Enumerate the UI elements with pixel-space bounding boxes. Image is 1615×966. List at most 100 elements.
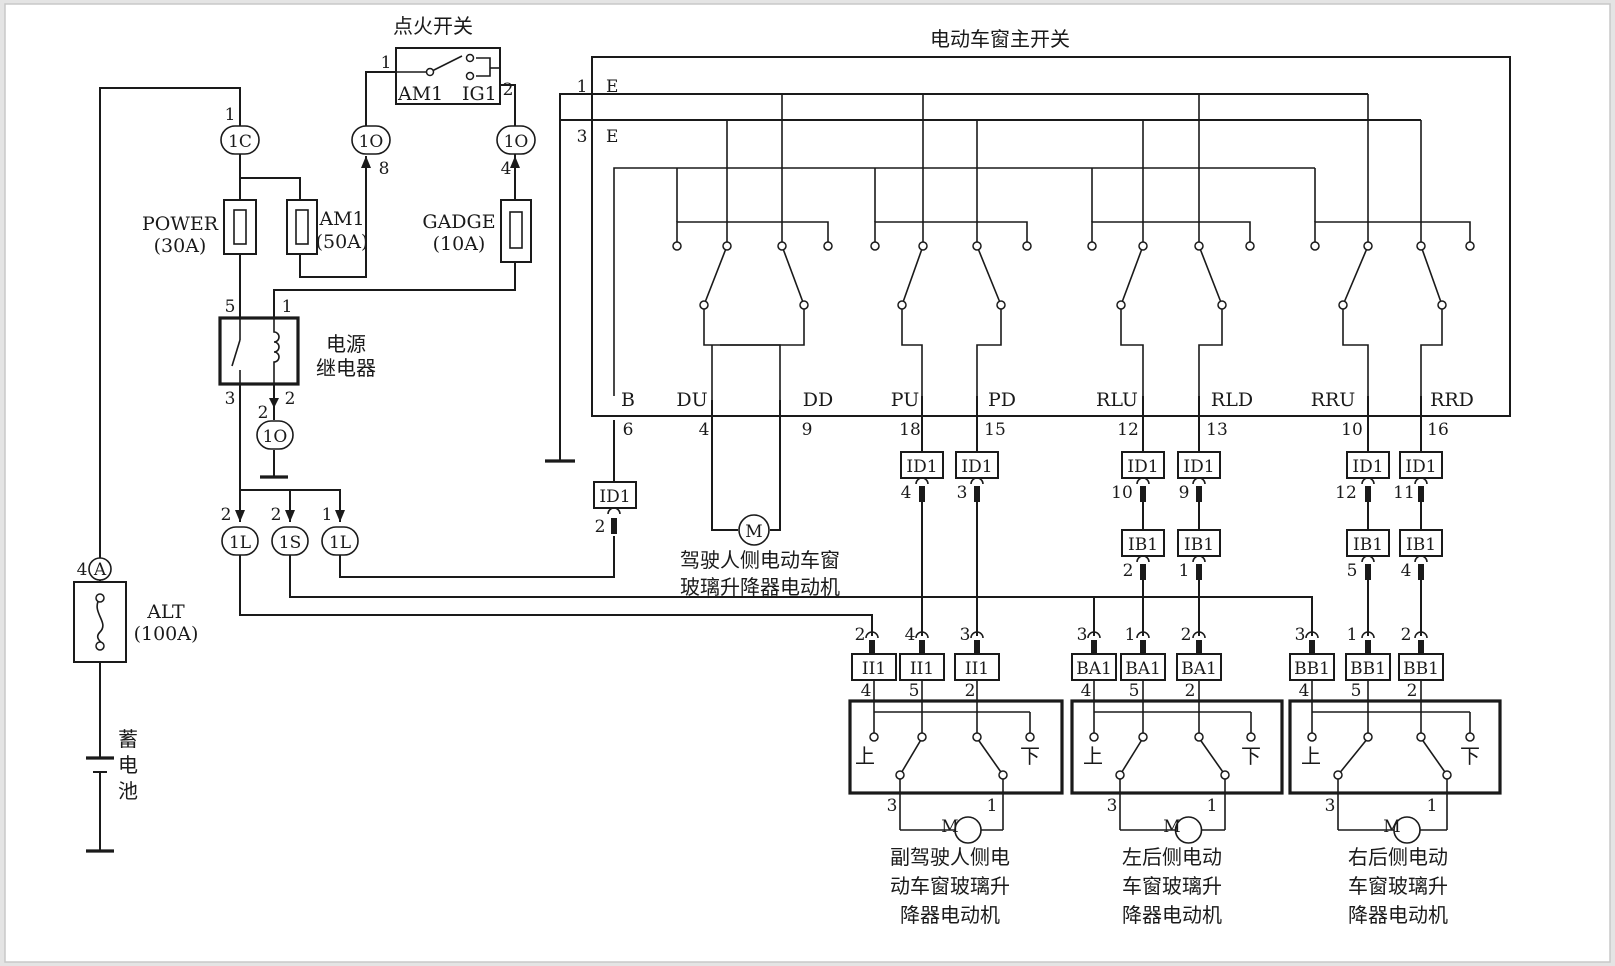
main-switch-internals [613, 94, 1475, 400]
alt-fuse-rating: (100A) [134, 623, 199, 645]
connector-1c-pin: 1 [225, 105, 236, 125]
bb1-out-pin-4: 4 [1299, 681, 1310, 701]
rear-right-down-label: 下 [1460, 744, 1480, 768]
ignition-pin-1: 1 [381, 53, 392, 73]
gadge-fuse [500, 199, 532, 263]
driver-motor-label-2: 玻璃升降器电动机 [680, 575, 840, 599]
ba1-out-pin-4: 4 [1081, 681, 1092, 701]
alt-and-battery: 4 A ALT (100A) 蓄 电 池 [73, 557, 199, 803]
terminal-rld-pin: 13 [1206, 420, 1228, 440]
id1-b-label: ID1 [599, 487, 630, 507]
relay-pin-2: 2 [285, 389, 296, 409]
connector-1o-am1-pin: 8 [379, 159, 390, 179]
ib1-rru-label: IB1 [1353, 535, 1383, 555]
connector-1o-ground [256, 420, 294, 450]
door-switches [848, 680, 1502, 844]
door-switch-labels: 上 下 上 下 上 下 3 1 3 1 3 1 M M M 副驾驶人侧电 动车窗… [855, 744, 1480, 927]
ii1-pin-2: 2 [855, 625, 866, 645]
connector-1o-am1 [351, 125, 391, 155]
connector-1l-left [221, 526, 259, 556]
connector-1c [220, 125, 260, 155]
terminal-pd-pin: 15 [984, 420, 1006, 440]
ii1-pin-4: 4 [905, 625, 916, 645]
connector-1o-ig1-pin: 4 [501, 159, 512, 179]
rear-left-down-label: 下 [1241, 744, 1261, 768]
id1-rld-pin: 9 [1179, 483, 1190, 503]
main-switch-box [591, 56, 1511, 417]
ib1-rrd-label: IB1 [1406, 535, 1436, 555]
gadge-fuse-rating: (10A) [433, 233, 486, 255]
bb1-pin-3: 3 [1295, 625, 1306, 645]
terminal-b-name: B [621, 389, 635, 411]
id1-rlu-label: ID1 [1127, 457, 1158, 477]
am1-fuse-rating: (50A) [316, 231, 369, 253]
ba1-box-3-label: BA1 [1181, 659, 1217, 679]
terminal-b-pin: 6 [623, 420, 634, 440]
power-fuse-name: POWER [142, 213, 219, 235]
rear-left-motor-label-1: 左后侧电动 [1122, 845, 1222, 869]
rear-right-motor-m: M [1383, 817, 1400, 837]
passenger-up-label: 上 [855, 744, 875, 768]
rear-left-motor-pin-1: 1 [1207, 796, 1218, 816]
id1-b-pin: 2 [595, 517, 606, 537]
bb1-box-3-label: BB1 [1403, 659, 1439, 679]
id1-rlu-pin: 10 [1111, 483, 1133, 503]
am1-contact-label: AM1 [397, 83, 443, 105]
terminal-rld-name: RLD [1211, 389, 1253, 411]
rear-left-up-label: 上 [1083, 744, 1103, 768]
passenger-motor-symbol [954, 816, 982, 844]
relay-pin-5: 5 [225, 297, 236, 317]
ground-pin-3: 3 [577, 127, 588, 147]
id1-rru-label: ID1 [1352, 457, 1383, 477]
rear-left-door-switch [1070, 680, 1284, 844]
ignition-switch-box [395, 47, 501, 105]
passenger-door-switch [848, 680, 1064, 844]
terminal-pu-name: PU [891, 389, 919, 411]
passenger-motor-label-2: 动车窗玻璃升 [890, 874, 1010, 898]
terminal-rlu-pin: 12 [1117, 420, 1139, 440]
am1-fuse-name: AM1 [318, 208, 364, 230]
rear-right-motor-symbol [1393, 816, 1421, 844]
rear-right-motor-pin-1: 1 [1427, 796, 1438, 816]
id1-b-connector: ID1 2 [593, 481, 637, 537]
connector-1l-right-pin: 1 [322, 505, 333, 525]
rear-right-motor-pin-3: 3 [1325, 796, 1336, 816]
connector-1o-ground-pin: 2 [258, 403, 269, 423]
ba1-pin-1: 1 [1125, 625, 1136, 645]
battery-label-3: 池 [118, 779, 138, 803]
rear-left-motor-m: M [1163, 817, 1180, 837]
id1-rld-label: ID1 [1183, 457, 1214, 477]
id1-pu-pin: 4 [901, 483, 912, 503]
relay-pin-1: 1 [282, 297, 293, 317]
connector-1c-label: 1C [228, 132, 252, 152]
main-switch-label: 电动车窗主开关 [930, 27, 1070, 51]
ib1-rld-pin: 1 [1179, 561, 1190, 581]
id1-row: ID1 ID1 ID1 ID1 ID1 ID1 4 3 10 9 12 11 [900, 451, 1443, 503]
driver-motor-m: M [745, 522, 762, 542]
main-switch-terminals: B 6 DU 4 DD 9 PU 18 PD 15 RLU 12 RLD 13 … [621, 389, 1474, 440]
rear-left-door-switch-box [1070, 699, 1284, 795]
terminal-rru-name: RRU [1311, 389, 1356, 411]
ignition-switch: 点火开关 AM1 IG1 1 2 [381, 14, 514, 105]
door-connector-row: 2 4 3 3 1 2 3 1 2 II1 II1 II1 BA1 BA1 BA… [851, 625, 1444, 701]
ii1-pin-3: 3 [960, 625, 971, 645]
rear-right-motor-label-2: 车窗玻璃升 [1348, 874, 1448, 898]
id1-rru-pin: 12 [1335, 483, 1357, 503]
ii1-out-pin-5: 5 [909, 681, 920, 701]
ba1-out-pin-5: 5 [1129, 681, 1140, 701]
passenger-motor-label-1: 副驾驶人侧电 [890, 845, 1010, 869]
terminal-pu-pin: 18 [899, 420, 921, 440]
terminal-rrd-name: RRD [1430, 389, 1474, 411]
terminal-dd-name: DD [803, 389, 833, 411]
ignition-pin-2: 2 [503, 80, 514, 100]
bb1-out-pin-5: 5 [1351, 681, 1362, 701]
driver-motor-label-1: 驾驶人侧电动车窗 [680, 548, 840, 572]
connector-1o-ig1-label: 1O [504, 132, 529, 152]
ignition-switch-label: 点火开关 [393, 14, 473, 38]
ba1-box-2-label: BA1 [1125, 659, 1161, 679]
ground-name-3: E [606, 127, 618, 147]
power-relay-label-2: 继电器 [316, 356, 376, 380]
id1-pd-label: ID1 [961, 457, 992, 477]
